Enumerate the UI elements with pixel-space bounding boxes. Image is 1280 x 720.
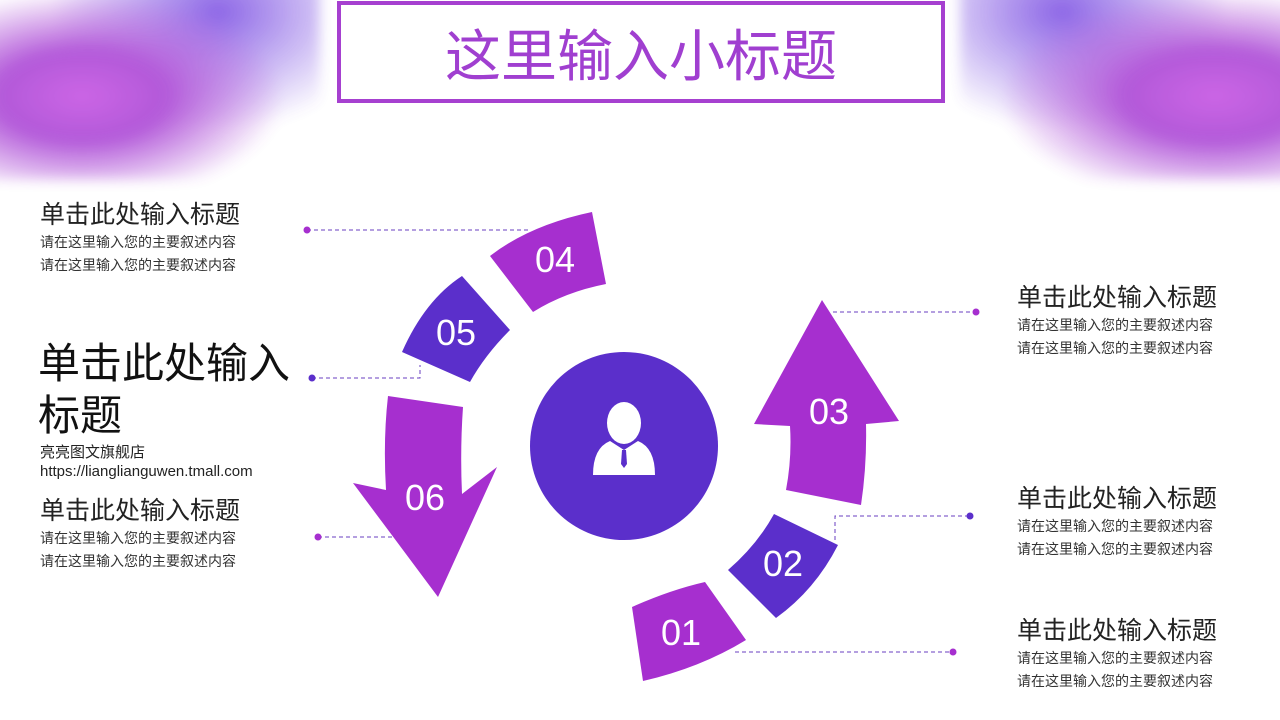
center-circle <box>530 352 718 540</box>
page-title: 这里输入小标题 <box>337 1 945 103</box>
step-03-number: 03 <box>809 391 849 432</box>
connector-05 <box>312 365 421 379</box>
item-03-text: 单击此处输入标题 请在这里输入您的主要叙述内容 请在这里输入您的主要叙述内容 <box>1017 284 1218 356</box>
item-02-text: 单击此处输入标题 请在这里输入您的主要叙述内容 请在这里输入您的主要叙述内容 <box>1017 485 1218 557</box>
item-06-text: 单击此处输入标题 请在这里输入您的主要叙述内容 请在这里输入您的主要叙述内容 <box>40 497 241 569</box>
step-02-number: 02 <box>763 543 803 584</box>
item-01-text: 单击此处输入标题 请在这里输入您的主要叙述内容 请在这里输入您的主要叙述内容 <box>1017 617 1218 689</box>
step-06-number: 06 <box>405 477 445 518</box>
person-icon <box>593 402 655 475</box>
step-06-shape <box>353 396 497 597</box>
step-04-number: 04 <box>535 239 575 280</box>
step-03-shape <box>754 300 899 505</box>
smoke-decoration-right <box>960 0 1280 180</box>
step-04-shape <box>490 212 606 312</box>
feature-title: 单击此处输入标题 <box>38 340 291 439</box>
step-05-number: 05 <box>436 312 476 353</box>
step-05-shape <box>402 276 510 382</box>
step-01-shape <box>632 582 746 681</box>
item-04-text: 单击此处输入标题 请在这里输入您的主要叙述内容 请在这里输入您的主要叙述内容 <box>40 201 241 273</box>
step-01-number: 01 <box>661 612 701 653</box>
connector-02 <box>834 515 970 540</box>
smoke-decoration-left <box>0 0 320 180</box>
step-02-shape <box>728 514 838 618</box>
